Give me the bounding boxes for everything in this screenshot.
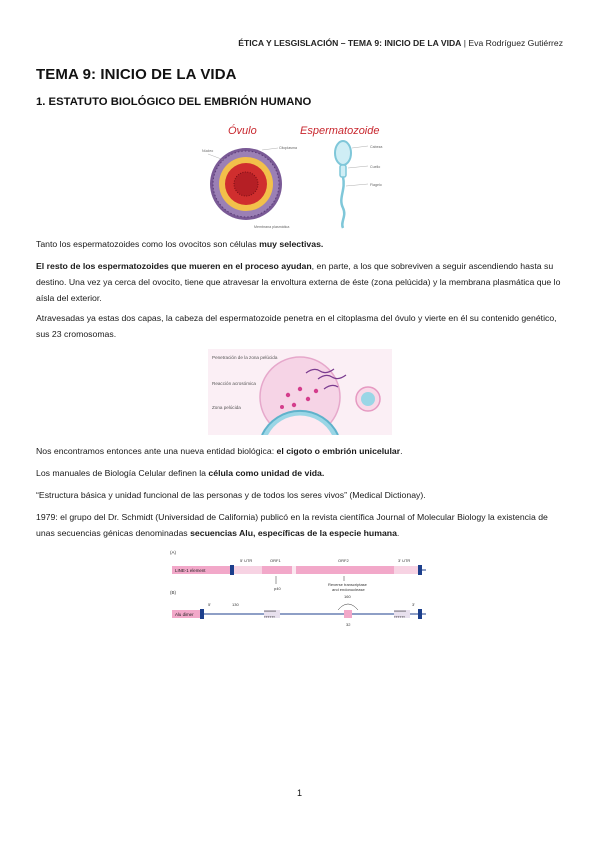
running-header: ÉTICA Y LESGISLACIÓN – TEMA 9: INICIO DE… bbox=[238, 38, 563, 48]
paragraph-1: Tanto los espermatozoides como los ovoci… bbox=[36, 236, 563, 252]
orf1-label: ORF1 bbox=[270, 558, 281, 563]
p7-end: . bbox=[396, 528, 400, 538]
ovum-sperm-figure: Óvulo Espermatozoide Núcleo Citoplasma M… bbox=[202, 124, 382, 229]
alu-label-box bbox=[172, 610, 200, 618]
paragraph-3: Atravesadas ya estas dos capas, la cabez… bbox=[36, 313, 557, 339]
utr5-label: 5' UTR bbox=[240, 558, 252, 563]
sperm-drawing bbox=[334, 140, 352, 229]
tttt-label-1: TTTTTT bbox=[264, 615, 275, 619]
p1-bold: muy selectivas. bbox=[259, 239, 324, 249]
orf2-label: ORF2 bbox=[338, 558, 349, 563]
p7-text: 1979: el grupo del Dr. Schmidt (Universi… bbox=[36, 512, 548, 538]
label-zona: Zona pelúcida bbox=[212, 405, 241, 410]
label-nucleo: Núcleo bbox=[202, 149, 213, 153]
p5-bold: célula como unidad de vida. bbox=[208, 468, 325, 478]
line1-alu-figure: (A) (B) LINE-1 element 5' UTR ORF1 ORF2 … bbox=[170, 550, 426, 626]
paragraph-5: Los manuales de Biología Celular definen… bbox=[36, 465, 563, 481]
ovum-title: Óvulo bbox=[228, 124, 257, 137]
p7-bold: secuencias Alu, específicas de la especi… bbox=[190, 528, 397, 538]
label-reaccion: Reacción acrosómica bbox=[212, 381, 256, 386]
n160-label: 160 bbox=[344, 594, 351, 599]
tttt-label-2: TTTTTT bbox=[394, 615, 405, 619]
endo-label: and endonuclease bbox=[332, 587, 365, 592]
label-cabeza: Cabeza bbox=[370, 145, 382, 149]
label-membrana: Membrana plasmática bbox=[254, 225, 289, 229]
page-number: 1 bbox=[296, 788, 302, 798]
three-prime-label: 3' bbox=[412, 602, 415, 607]
line1-label-box bbox=[172, 566, 230, 574]
page-title: TEMA 9: INICIO DE LA VIDA bbox=[36, 66, 237, 83]
header-left: ÉTICA Y LESGISLACIÓN – TEMA 9: INICIO DE… bbox=[238, 38, 462, 48]
aaaa-label-1: AAAAAA bbox=[264, 609, 276, 613]
label-cuello: Cuello bbox=[370, 165, 380, 169]
panel-a-label: (A) bbox=[170, 550, 177, 555]
p4-bold: el cigoto o embrión unicelular bbox=[276, 446, 401, 456]
ovum-drawing bbox=[210, 148, 282, 220]
p2-bold: El resto de los espermatozoides que muer… bbox=[36, 261, 312, 271]
sperm-title: Espermatozoide bbox=[300, 125, 380, 137]
aaaa-label-2: AAAAAA bbox=[394, 609, 406, 613]
five-prime-label: 5' bbox=[208, 602, 211, 607]
p4-end: . bbox=[400, 446, 403, 456]
rt-label: Reverse transcriptase bbox=[328, 582, 368, 587]
header-separator: | bbox=[461, 38, 469, 48]
n130-label: 130 bbox=[232, 602, 239, 607]
panel-b-label: (B) bbox=[170, 590, 177, 595]
header-author: Eva Rodríguez Gutiérrez bbox=[468, 38, 563, 48]
p40-label: p40 bbox=[274, 586, 281, 591]
paragraph-7: 1979: el grupo del Dr. Schmidt (Universi… bbox=[36, 509, 563, 541]
alu-label: Alu dimer bbox=[175, 612, 194, 617]
p5-text: Los manuales de Biología Celular definen… bbox=[36, 468, 209, 478]
paragraph-2: El resto de los espermatozoides que muer… bbox=[36, 258, 563, 306]
p1-text: Tanto los espermatozoides como los ovoci… bbox=[36, 239, 260, 249]
section-heading: 1. ESTATUTO BIOLÓGICO DEL EMBRIÓN HUMANO bbox=[36, 96, 312, 108]
paragraph-4: Nos encontramos entonces ante una nueva … bbox=[36, 443, 563, 459]
paragraph-6: “Estructura básica y unidad funcional de… bbox=[36, 490, 426, 500]
utr3-label: 3' UTR bbox=[398, 558, 410, 563]
p4-text: Nos encontramos entonces ante una nueva … bbox=[36, 446, 277, 456]
fertilization-figure: Penetración de la zona pelúcida Reacción… bbox=[208, 349, 392, 435]
label-flagelo: Flagelo bbox=[370, 183, 382, 187]
line1-label: LINE-1 element bbox=[175, 568, 206, 573]
p2-text: , en parte, a los que sobreviven a segui… bbox=[36, 261, 561, 303]
n32-label: 32 bbox=[346, 622, 351, 626]
label-citoplasma: Citoplasma bbox=[279, 146, 297, 150]
label-penetracion: Penetración de la zona pelúcida bbox=[212, 355, 278, 360]
